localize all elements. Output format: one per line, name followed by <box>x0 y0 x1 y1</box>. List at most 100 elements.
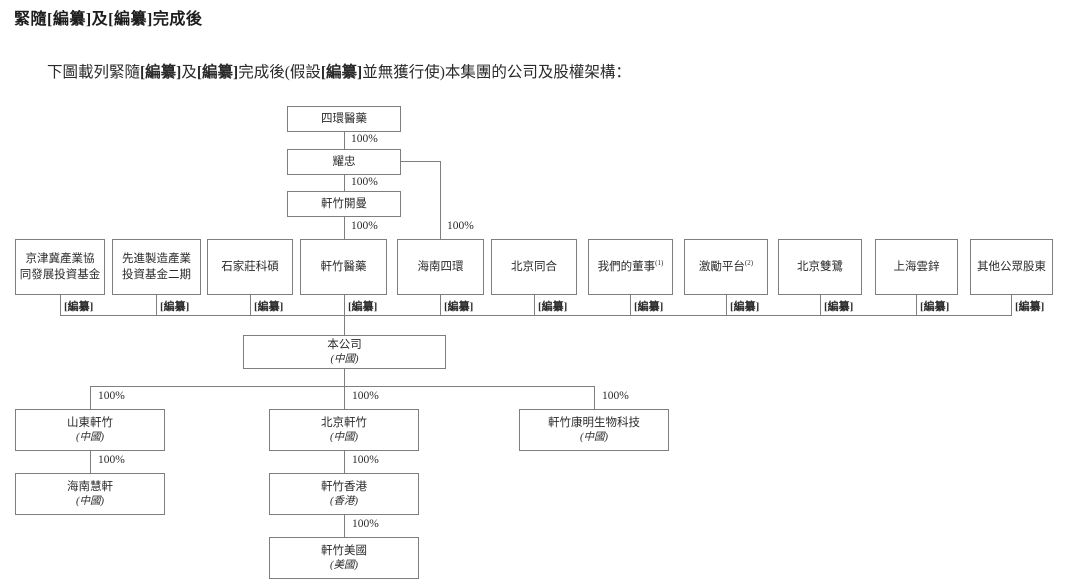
ownership-percent: 100% <box>98 390 125 402</box>
connector-line <box>90 386 594 387</box>
connector-line <box>534 295 535 315</box>
node-label: 我們的董事(1) <box>598 259 664 275</box>
node-label: 四環醫藥 <box>321 112 367 125</box>
node-jurisdiction: (中國) <box>330 431 358 443</box>
stake-label: [編纂] <box>254 301 284 313</box>
org-node-beijing-tonghe: 北京同合 <box>491 239 577 295</box>
connector-line <box>344 451 345 473</box>
node-label: 石家莊科碩 <box>221 260 279 273</box>
node-label: 軒竹康明生物科技 <box>548 416 640 429</box>
connector-line <box>440 161 441 239</box>
connector-line <box>916 295 917 315</box>
node-label: 其他公眾股東 <box>977 260 1046 273</box>
node-label: 激勵平台(2) <box>699 259 753 275</box>
redacted-tag: [編纂] <box>320 64 363 81</box>
redacted-tag: [編纂] <box>140 64 182 81</box>
node-jurisdiction: (中國) <box>76 431 104 443</box>
node-jurisdiction: (香港) <box>330 495 358 507</box>
stake-label: [編纂] <box>634 301 664 313</box>
stake-label: [編纂] <box>1015 301 1045 313</box>
node-label: 軒竹開曼 <box>321 197 367 210</box>
connector-line <box>440 295 441 315</box>
ownership-percent: 100% <box>98 454 125 466</box>
connector-line <box>1011 295 1012 315</box>
connector-line <box>60 295 61 315</box>
org-node-our-directors: 我們的董事(1) <box>588 239 673 295</box>
connector-bus-line <box>60 315 1012 316</box>
org-node-the-company: 本公司 (中國) <box>243 335 446 369</box>
stake-label: [編纂] <box>920 301 950 313</box>
node-label: 上海雲鋅 <box>893 260 940 273</box>
stake-label: [編纂] <box>824 301 854 313</box>
connector-line <box>344 386 345 409</box>
connector-line <box>250 295 251 315</box>
connector-line <box>594 386 595 409</box>
intro-segment: 並無獲行使)本集團的公司及股權架構： <box>362 64 631 81</box>
connector-line <box>820 295 821 315</box>
node-label: 本公司 <box>327 338 362 351</box>
node-label: 海南四環 <box>417 260 464 273</box>
connector-line <box>344 217 345 239</box>
ownership-percent: 100% <box>351 133 378 145</box>
node-jurisdiction: (中國) <box>76 495 104 507</box>
node-jurisdiction: (美國) <box>330 559 358 571</box>
node-label: 先進製造產業 <box>122 252 191 265</box>
org-node-beijing-shuanglu: 北京雙鷺 <box>778 239 862 295</box>
org-node-beijing-xuanzhu: 北京軒竹(中國) <box>269 409 419 451</box>
intro-text: 下圖載列緊隨[編纂]及[編纂]完成後(假設[編纂]並無獲行使)本集團的公司及股權… <box>47 60 631 82</box>
node-label: 海南慧軒 <box>67 480 113 493</box>
org-node-xuanzhu-usa: 軒竹美國 (美國) <box>269 537 419 579</box>
org-node-advanced-mfg-fund: 先進製造產業投資基金二期 <box>112 239 201 295</box>
node-jurisdiction: (中國) <box>580 431 608 443</box>
redacted-tag: [編纂] <box>196 64 239 81</box>
node-label: 北京雙鷺 <box>797 260 843 273</box>
org-node-hainan-sihuan: 海南四環 <box>397 239 484 295</box>
intro-segment: 下圖載列緊隨 <box>47 64 141 81</box>
stake-label: [編纂] <box>444 301 474 313</box>
connector-line <box>90 451 91 473</box>
org-node-hainan-huixuan: 海南慧軒 (中國) <box>15 473 165 515</box>
stake-label: [編纂] <box>730 301 760 313</box>
org-node-shijiazhuang-keshuo: 石家莊科碩 <box>207 239 293 295</box>
connector-line <box>344 295 345 315</box>
node-label: 軒竹美國 <box>321 544 367 557</box>
node-label: 北京同合 <box>511 260 557 273</box>
ownership-percent: 100% <box>447 220 474 232</box>
node-label: 京津冀產業協 <box>25 252 95 265</box>
node-label-text: 激勵平台 <box>698 260 745 273</box>
node-jurisdiction: (中國) <box>330 353 359 365</box>
ownership-percent: 100% <box>351 220 378 232</box>
node-label: 山東軒竹 <box>67 416 113 429</box>
org-node-other-public-shareholders: 其他公眾股東 <box>970 239 1053 295</box>
footnote-marker: (2) <box>744 259 754 268</box>
node-label: 軒竹香港 <box>321 480 367 493</box>
connector-line <box>401 161 441 162</box>
node-label-text: 我們的董事 <box>597 260 656 273</box>
org-node-shandong-xuanzhu: 山東軒竹 (中國) <box>15 409 165 451</box>
connector-line <box>156 295 157 315</box>
org-node-sihuan-pharma: 四環醫藥 <box>287 106 401 132</box>
connector-line <box>630 295 631 315</box>
connector-line <box>344 515 345 537</box>
connector-line <box>726 295 727 315</box>
node-label: 耀忠 <box>332 155 356 168</box>
stake-label: [編纂] <box>64 301 94 313</box>
stake-label: [編纂] <box>538 301 568 313</box>
org-node-xuanzhu-kangming-biotech: 軒竹康明生物科技 (中國) <box>519 409 669 451</box>
org-node-yaozhong: 耀忠 <box>287 149 401 175</box>
ownership-percent: 100% <box>351 176 378 188</box>
org-node-xuanzhu-pharma: 軒竹醫藥 <box>300 239 387 295</box>
ownership-percent: 100% <box>352 390 379 402</box>
ownership-percent: 100% <box>352 454 379 466</box>
stake-label: [編纂] <box>348 301 378 313</box>
org-node-incentive-platform: 激勵平台(2) <box>684 239 768 295</box>
node-label: 同發展投資基金 <box>19 269 101 281</box>
page-title: 緊隨[編纂]及[編纂]完成後 <box>14 11 203 28</box>
org-node-shanghai-yunxin: 上海雲鋅 <box>875 239 958 295</box>
intro-segment: 及 <box>181 64 197 81</box>
ownership-percent: 100% <box>352 518 379 530</box>
stake-label: [編纂] <box>160 301 190 313</box>
connector-line <box>344 369 345 386</box>
footnote-marker: (1) <box>655 259 664 268</box>
intro-segment: 完成後(假設 <box>238 64 321 81</box>
